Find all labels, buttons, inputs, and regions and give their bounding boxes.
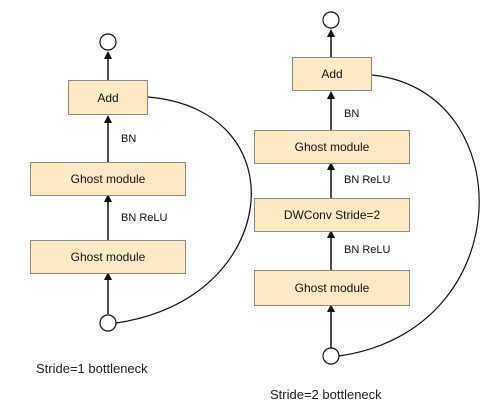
left-label-bn: BN [121,133,137,145]
right-add-block: Add [292,57,372,91]
right-output-node [322,11,340,29]
right-ghost-module-bottom: Ghost module [254,270,410,306]
left-ghost-module-bottom: Ghost module [30,240,186,274]
right-input-node [322,347,340,365]
right-ghost-module-top: Ghost module [254,130,410,164]
left-ghost-module-top: Ghost module [30,162,186,196]
right-label-bn: BN [344,108,360,120]
right-dwconv-block: DWConv Stride=2 [254,198,410,232]
right-caption: Stride=2 bottleneck [270,387,382,402]
right-skip-connection [338,74,480,357]
left-output-node [99,33,117,51]
left-input-node [99,314,117,332]
right-label-bn-relu-mid: BN ReLU [344,174,391,186]
left-skip-connection [115,96,252,324]
left-add-block: Add [68,80,148,115]
left-caption: Stride=1 bottleneck [36,361,148,376]
right-label-bn-relu-bottom: BN ReLU [344,244,391,256]
left-label-bn-relu: BN ReLU [121,212,168,224]
